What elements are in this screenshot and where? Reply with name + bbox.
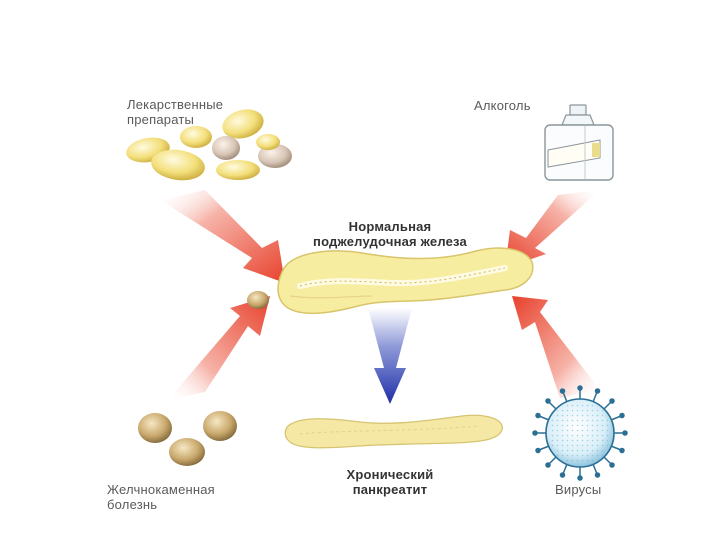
label-drugs: Лекарственные препараты	[127, 97, 223, 127]
normal-pancreas-icon	[247, 248, 533, 313]
label-chronic-pancreatitis: Хронический панкреатит	[300, 467, 480, 497]
arrow-pancreas-to-pancreatitis	[368, 308, 412, 404]
arrow-gallstones-to-pancreas	[168, 296, 270, 400]
label-normal-pancreas: Нормальная поджелудочная железа	[255, 219, 525, 249]
gallstones-icon	[138, 411, 237, 466]
label-viruses: Вирусы	[555, 482, 601, 497]
alcohol-bottle-icon	[545, 105, 613, 180]
label-gallstones: Желчнокаменная болезнь	[107, 482, 215, 512]
arrow-viruses-to-pancreas	[512, 296, 600, 398]
chronic-pancreatitis-icon	[285, 415, 502, 447]
label-alcohol: Алкоголь	[474, 98, 531, 113]
virus-icon	[533, 386, 627, 480]
